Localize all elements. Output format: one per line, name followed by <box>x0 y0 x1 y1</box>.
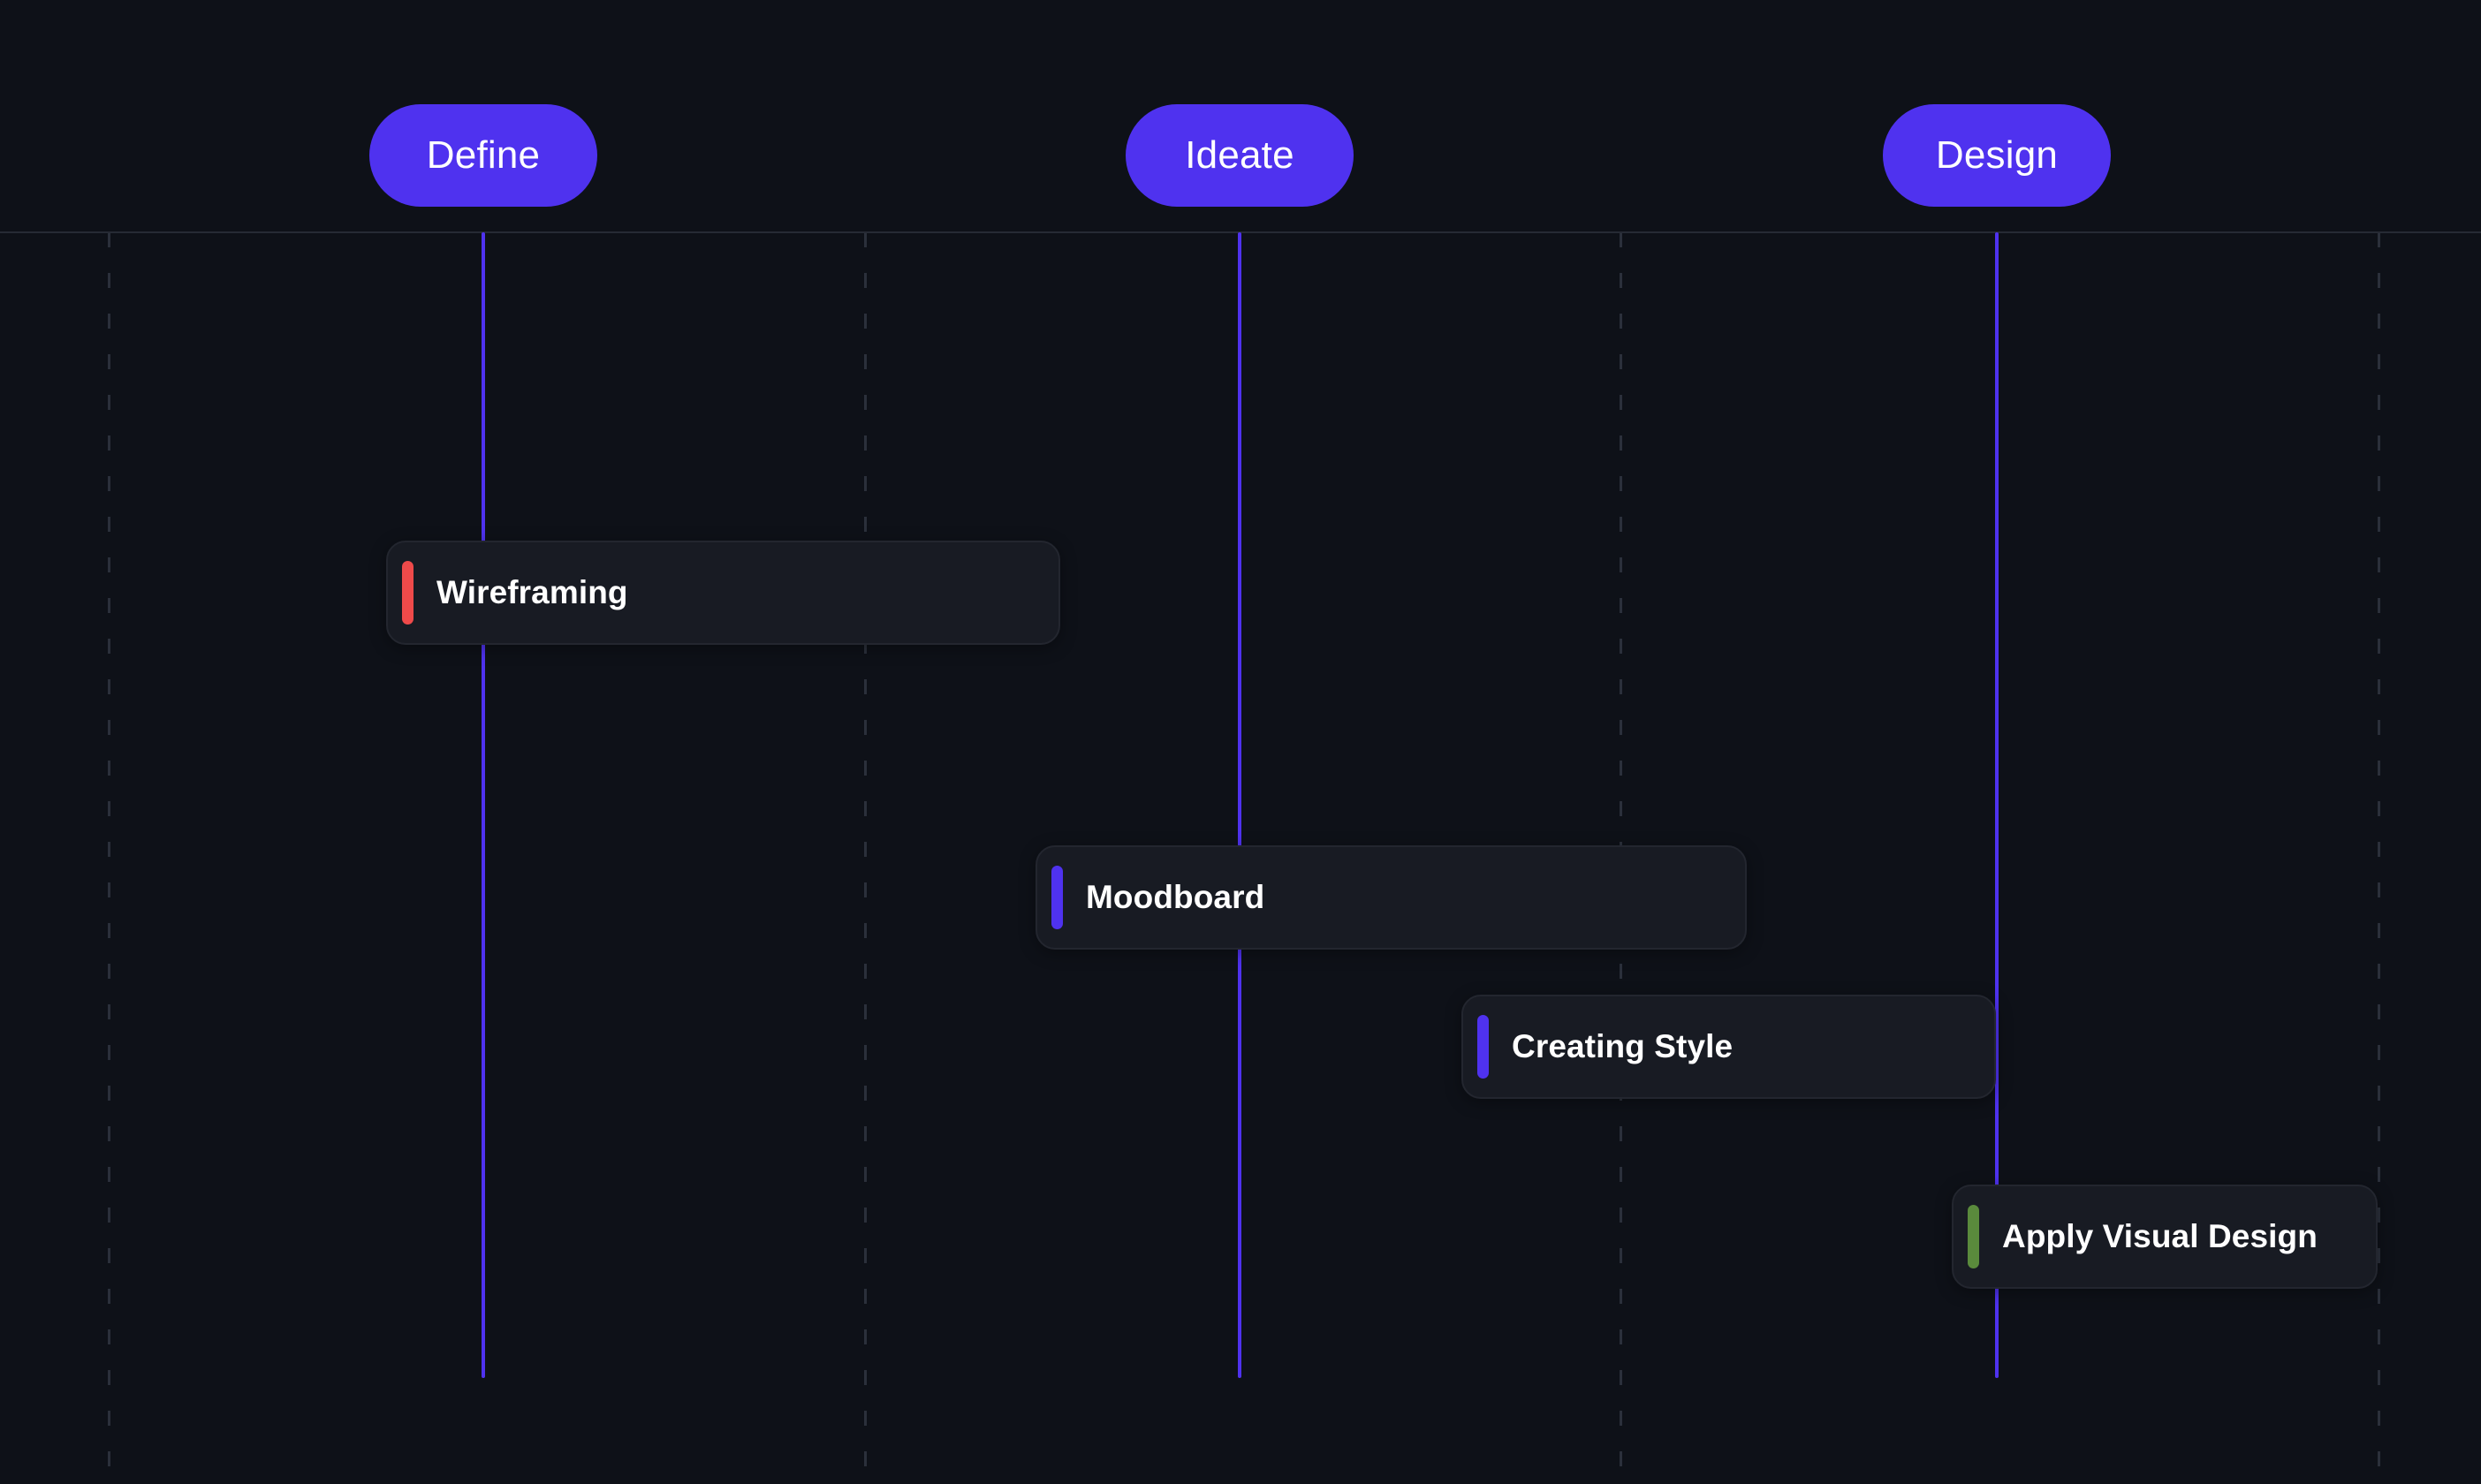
task-label: Creating Style <box>1512 1028 1734 1064</box>
task-label: Apply Visual Design <box>2002 1218 2318 1254</box>
phase-line-define <box>482 232 485 1378</box>
task-label: Wireframing <box>436 574 628 610</box>
task-accent-bar <box>1968 1205 1979 1268</box>
task-accent-bar <box>402 561 414 625</box>
task-accent-bar <box>1477 1015 1489 1079</box>
task-label: Moodboard <box>1086 879 1265 915</box>
task-card[interactable]: Moodboard <box>1036 845 1747 950</box>
phase-pill-label: Ideate <box>1185 133 1294 177</box>
phase-pill-label: Define <box>426 133 541 177</box>
phase-pill-ideate[interactable]: Ideate <box>1126 104 1354 207</box>
phase-pill-label: Design <box>1935 133 2059 177</box>
phase-pill-design[interactable]: Design <box>1883 104 2111 207</box>
task-card[interactable]: Creating Style <box>1461 995 1996 1099</box>
gridline-1 <box>864 232 867 1484</box>
task-card[interactable]: Wireframing <box>386 541 1060 645</box>
task-accent-bar <box>1051 866 1063 929</box>
gridline-0 <box>108 232 110 1484</box>
task-card[interactable]: Apply Visual Design <box>1952 1185 2378 1289</box>
phase-pill-define[interactable]: Define <box>369 104 597 207</box>
gridline-3 <box>2378 232 2380 1484</box>
phase-line-design <box>1995 232 1999 1378</box>
phase-line-ideate <box>1238 232 1241 1378</box>
